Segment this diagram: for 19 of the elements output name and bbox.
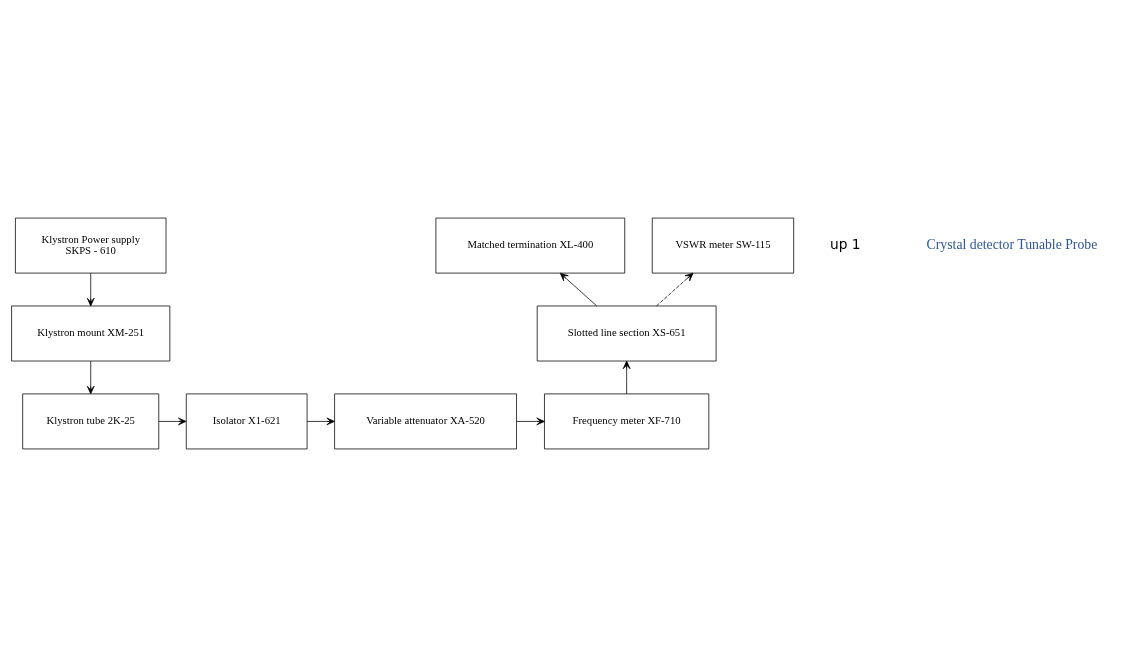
node-box: VSWR meter SW-115 [651,217,795,273]
arrow [86,360,95,394]
arrow [559,272,598,306]
arrow [516,417,545,425]
arrow [622,360,631,394]
arrow [306,417,335,425]
node-box: Variable attenuator XA-520 [334,393,517,449]
node-box: Klystron tube 2K-25 [22,393,160,449]
node-box: Matched termination XL-400 [435,217,626,273]
arrow [158,417,187,425]
arrow [86,272,95,306]
node-box: Klystron Power supply SKPS - 610 [15,217,167,273]
node-box: Slotted line section XS-651 [536,305,717,361]
arrow [656,272,694,306]
node-box: Isolator X1-621 [185,393,308,449]
node-box: Klystron mount XM-251 [11,305,171,361]
label: up 1 [830,235,861,252]
node-box: Frequency meter XF-710 [544,393,710,449]
label: Crystal detector Tunable Probe [926,236,1098,252]
